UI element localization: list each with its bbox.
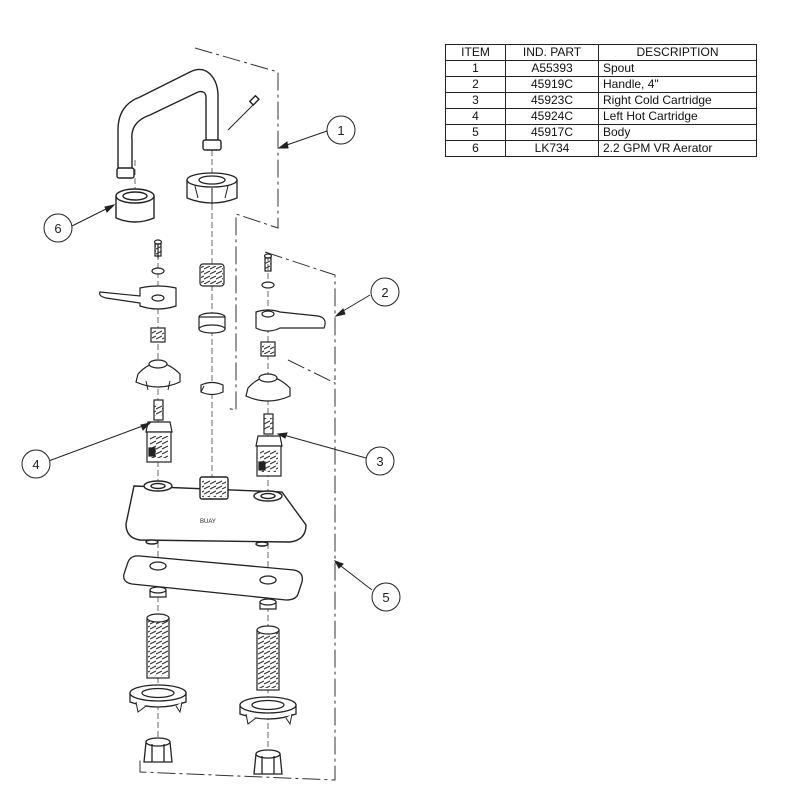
callout-leaders <box>45 130 373 591</box>
item-number: 4 <box>445 108 506 125</box>
part-description: 2.2 GPM VR Aerator <box>598 140 757 157</box>
body-brand-mark: BUAY <box>200 519 216 525</box>
table-row: 6 LK734 2.2 GPM VR Aerator <box>445 140 757 157</box>
callout-2: 2 <box>370 277 400 307</box>
spout-seal-stack <box>198 263 226 396</box>
table-header-row: ITEM IND. PART DESCRIPTION <box>445 44 757 61</box>
part-number: 45919C <box>505 76 599 93</box>
item-number: 6 <box>445 140 506 157</box>
part-number: 45917C <box>505 124 599 141</box>
column-header-description: DESCRIPTION <box>598 44 757 61</box>
item-number: 1 <box>445 60 506 77</box>
callout-5: 5 <box>371 582 401 612</box>
part-number: 45924C <box>505 108 599 125</box>
parts-list-table: ITEM IND. PART DESCRIPTION 1 A55393 Spou… <box>445 44 757 157</box>
svg-text:5: 5 <box>382 590 389 605</box>
part-description: Body <box>598 124 757 141</box>
part-description: Left Hot Cartridge <box>598 108 757 125</box>
base-gasket <box>123 555 303 601</box>
svg-text:3: 3 <box>376 454 383 469</box>
table-row: 1 A55393 Spout <box>445 60 757 77</box>
right-handle-assembly <box>245 253 326 402</box>
svg-text:1: 1 <box>337 123 344 138</box>
part-description: Right Cold Cartridge <box>598 92 757 109</box>
assembly-boundary-lines <box>139 47 336 781</box>
part-description: Handle, 4" <box>598 76 757 93</box>
aerator <box>115 188 155 223</box>
spout <box>116 68 260 179</box>
left-handle-assembly <box>99 239 181 391</box>
svg-text:2: 2 <box>381 285 388 300</box>
column-header-item: ITEM <box>445 44 506 61</box>
callout-6: 6 <box>43 213 73 243</box>
washers <box>149 586 277 610</box>
spout-nut <box>186 172 238 204</box>
right-cold-cartridge <box>255 413 283 477</box>
part-number: A55393 <box>505 60 599 77</box>
table-row: 4 45924C Left Hot Cartridge <box>445 108 757 125</box>
callout-1: 1 <box>326 115 356 145</box>
table-row: 2 45919C Handle, 4" <box>445 76 757 93</box>
svg-text:4: 4 <box>32 457 39 472</box>
callout-3: 3 <box>365 446 395 476</box>
part-description: Spout <box>598 60 757 77</box>
part-number: LK734 <box>505 140 599 157</box>
column-header-part: IND. PART <box>505 44 599 61</box>
faucet-body: BUAY <box>125 476 307 547</box>
item-number: 2 <box>445 76 506 93</box>
table-row: 3 45923C Right Cold Cartridge <box>445 92 757 109</box>
shank-nipples <box>146 613 280 691</box>
callout-4: 4 <box>21 449 51 479</box>
lock-nuts <box>129 684 297 726</box>
coupling-nuts <box>143 737 283 775</box>
part-number: 45923C <box>505 92 599 109</box>
svg-text:6: 6 <box>54 221 61 236</box>
item-number: 3 <box>445 92 506 109</box>
item-number: 5 <box>445 124 506 141</box>
left-hot-cartridge <box>145 399 173 463</box>
table-row: 5 45917C Body <box>445 124 757 141</box>
